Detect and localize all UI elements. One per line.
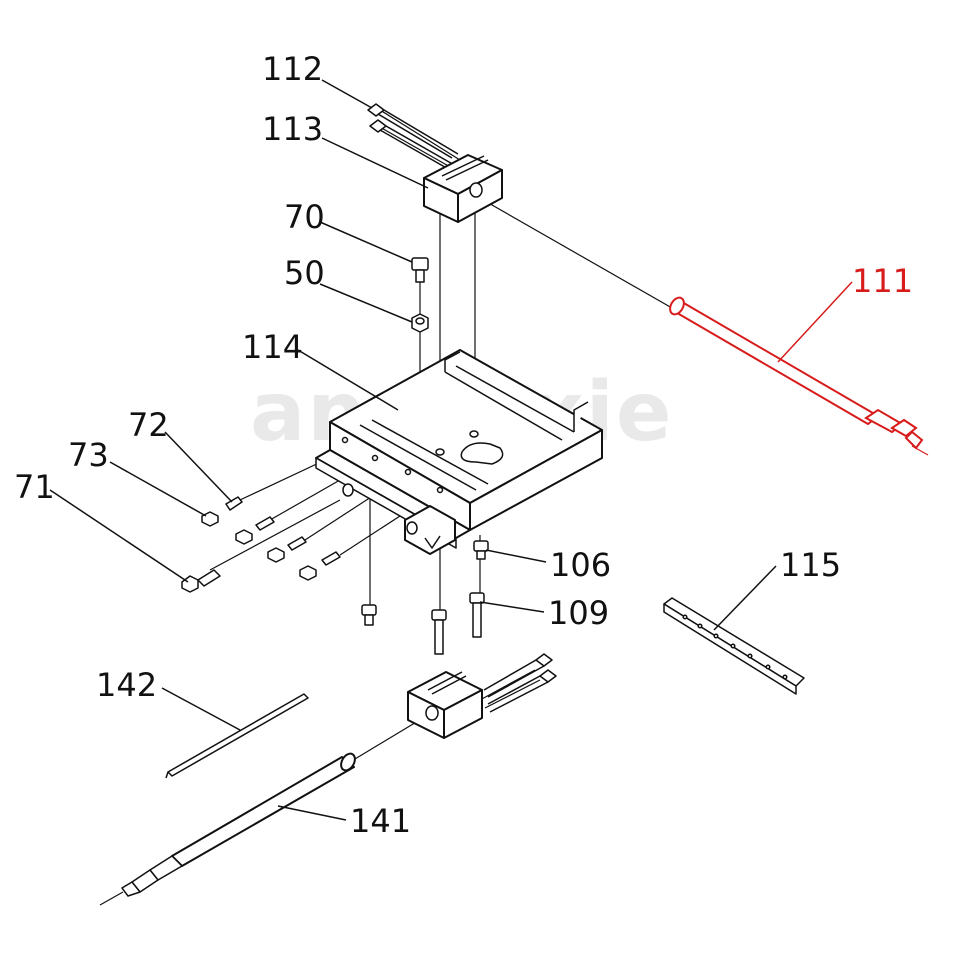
callout-142: 142 [96, 666, 157, 704]
leader-lines [49, 79, 853, 821]
part-109-screws[interactable] [361, 592, 485, 655]
part-72-set-screws[interactable] [225, 496, 341, 566]
callout-50: 50 [284, 254, 325, 292]
callout-114: 114 [242, 328, 303, 366]
part-115-gib-strip[interactable] [663, 597, 805, 695]
part-50-nut[interactable] [411, 313, 429, 333]
callout-113: 113 [262, 110, 323, 148]
part-73-washers[interactable] [201, 511, 317, 581]
part-112-cap-screws[interactable] [367, 103, 459, 171]
assembly-axis-lines [99, 109, 929, 906]
callout-109: 109 [548, 594, 609, 632]
lower-cap-screws[interactable] [483, 653, 557, 713]
part-114-base-carriage[interactable] [315, 349, 603, 555]
callout-71: 71 [14, 468, 55, 506]
part-113-upper-block[interactable] [423, 154, 503, 223]
callout-72: 72 [128, 406, 169, 444]
callout-111: 111 [852, 262, 913, 300]
callout-141: 141 [350, 802, 411, 840]
callout-labels: 112 113 70 50 114 111 72 73 71 106 109 1… [14, 50, 913, 840]
callout-73: 73 [68, 436, 109, 474]
part-106-screw[interactable] [473, 540, 489, 560]
lower-bracket-block[interactable] [407, 671, 483, 739]
callout-112: 112 [262, 50, 323, 88]
callout-115: 115 [780, 546, 841, 584]
part-142-blade[interactable] [165, 693, 309, 779]
part-141-lower-shaft[interactable] [121, 751, 358, 897]
callout-70: 70 [284, 198, 325, 236]
callout-106: 106 [550, 546, 611, 584]
part-70-bolt[interactable] [411, 257, 429, 283]
part-111-shaft-highlighted[interactable] [667, 295, 924, 450]
